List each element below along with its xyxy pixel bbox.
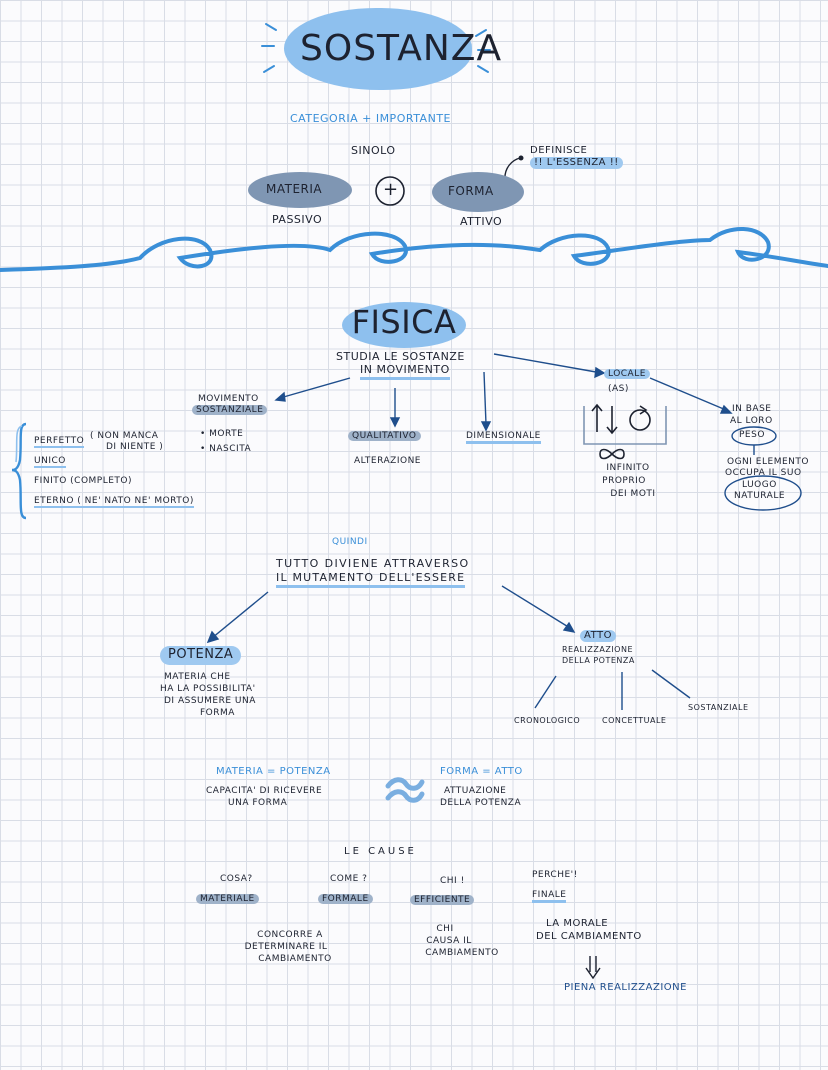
luogo-line-1: LUOGO bbox=[742, 480, 777, 490]
come-label: COME ? bbox=[330, 874, 368, 884]
morte-label: • MORTE bbox=[200, 429, 244, 439]
chi-causa-2: CAUSA IL bbox=[426, 936, 472, 946]
forma-desc-2: DELLA POTENZA bbox=[440, 798, 522, 808]
concorre-1: CONCORRE A bbox=[257, 930, 323, 940]
perfetto-note-2: DI NIENTE ) bbox=[106, 442, 164, 452]
dimensionale-label: DIMENSIONALE bbox=[466, 431, 541, 445]
qualitativo-label: QUALITATIVO bbox=[348, 431, 421, 442]
potenza-desc-1: MATERIA CHE bbox=[164, 672, 231, 682]
divenire-line-2: IL MUTAMENTO DELL'ESSERE bbox=[276, 571, 466, 588]
atto-label: ATTO bbox=[580, 630, 616, 642]
rays-icon bbox=[261, 23, 491, 73]
movimento-label: MOVIMENTO bbox=[198, 394, 259, 404]
cause-title: LE CAUSE bbox=[344, 846, 417, 857]
perfetto-label: PERFETTO bbox=[34, 436, 85, 449]
forma-desc-1: ATTUAZIONE bbox=[444, 786, 507, 796]
wave-divider bbox=[0, 226, 828, 272]
peso-word: PESO bbox=[739, 430, 765, 440]
infinito-1: INFINITO bbox=[606, 463, 650, 473]
cronologico-label: CRONOLOGICO bbox=[514, 716, 581, 725]
chi-causa-1: CHI bbox=[436, 924, 454, 934]
atto-desc-2: DELLA POTENZA bbox=[562, 656, 635, 665]
concorre-2: DETERMINARE IL bbox=[244, 942, 328, 952]
cosa-label: COSA? bbox=[220, 874, 253, 884]
concorre-3: CAMBIAMENTO bbox=[258, 954, 332, 964]
arrows-divenire bbox=[206, 585, 691, 710]
peso-line-2: AL LORO bbox=[730, 416, 773, 426]
forma-label: FORMA bbox=[448, 184, 494, 198]
efficiente-label: EFFICIENTE bbox=[410, 895, 475, 906]
eterno-label: ETERNO ( NE' NATO NE' MORTO) bbox=[34, 496, 194, 509]
chi-causa-3: CAMBIAMENTO bbox=[425, 948, 499, 958]
perfetto-note-1: ( NON MANCA bbox=[90, 431, 159, 441]
infinito-3: DEI MOTI bbox=[610, 489, 656, 499]
as-label: (AS) bbox=[608, 384, 629, 394]
fisica-blob bbox=[342, 302, 466, 348]
bracket-icon bbox=[11, 422, 27, 520]
fisica-title: FISICA bbox=[351, 303, 457, 341]
forma-atto-label: FORMA = ATTO bbox=[440, 766, 523, 777]
sostanza-title: SOSTANZA bbox=[300, 28, 503, 69]
concettuale-label: CONCETTUALE bbox=[602, 716, 667, 725]
sinolo-label: SINOLO bbox=[351, 144, 396, 157]
formale-label: FORMALE bbox=[318, 894, 373, 905]
forma-blob bbox=[432, 172, 524, 212]
atto-desc-1: REALIZZAZIONE bbox=[562, 645, 634, 654]
potenza-label: POTENZA bbox=[160, 646, 242, 665]
alterazione-label: ALTERAZIONE bbox=[354, 456, 421, 466]
locale-label: LOCALE bbox=[604, 369, 650, 380]
chi-label: CHI ! bbox=[440, 876, 465, 886]
approx-icon bbox=[385, 777, 425, 803]
morale-2: DEL CAMBIAMENTO bbox=[536, 931, 642, 942]
materiale-label: MATERIALE bbox=[196, 894, 259, 905]
passivo-label: PASSIVO bbox=[272, 213, 323, 226]
plus-symbol: + bbox=[383, 179, 399, 200]
nascita-label: • NASCITA bbox=[200, 444, 252, 454]
studia-line-2: IN MOVIMENTO bbox=[360, 363, 450, 380]
peso-line-1: IN BASE bbox=[732, 404, 772, 414]
attivo-label: ATTIVO bbox=[460, 215, 503, 228]
piena-realizzazione: PIENA REALIZZAZIONE bbox=[564, 982, 687, 993]
sostanza-subtitle: CATEGORIA + IMPORTANTE bbox=[290, 112, 451, 125]
potenza-desc-4: FORMA bbox=[200, 708, 235, 718]
sostanziale-atto-label: SOSTANZIALE bbox=[688, 703, 749, 712]
definisce-label: DEFINISCE bbox=[530, 145, 588, 156]
quindi-label: QUINDI bbox=[332, 537, 368, 547]
materia-label: MATERIA bbox=[266, 182, 323, 196]
luogo-line-2: NATURALE bbox=[734, 491, 786, 501]
materia-desc-2: UNA FORMA bbox=[228, 798, 288, 808]
perche-label: PERCHE'! bbox=[532, 870, 578, 880]
sostanziale-label: SOSTANZIALE bbox=[192, 405, 268, 416]
materia-potenza-label: MATERIA = POTENZA bbox=[216, 766, 331, 777]
unico-label: UNICO bbox=[34, 456, 66, 469]
ogni-line-2: OCCUPA IL SUO bbox=[725, 468, 802, 478]
ogni-line-1: OGNI ELEMENTO bbox=[727, 457, 809, 467]
arrows-fisica bbox=[274, 353, 755, 455]
materia-blob bbox=[248, 172, 352, 208]
movement-symbols-icon bbox=[583, 403, 667, 460]
materia-desc-1: CAPACITA' DI RICEVERE bbox=[206, 786, 323, 796]
divenire-line-1: TUTTO DIVIENE ATTRAVERSO bbox=[276, 557, 470, 570]
potenza-desc-2: HA LA POSSIBILITA' bbox=[160, 684, 256, 694]
studia-line-1: STUDIA LE SOSTANZE bbox=[336, 350, 465, 363]
morale-1: LA MORALE bbox=[546, 918, 609, 929]
potenza-desc-3: DI ASSUMERE UNA bbox=[164, 696, 256, 706]
finale-label: FINALE bbox=[532, 890, 567, 904]
sostanza-blob bbox=[284, 8, 472, 90]
infinito-2: PROPRIO bbox=[602, 476, 646, 486]
finito-label: FINITO (COMPLETO) bbox=[34, 476, 133, 486]
essenza-label: !! L'ESSENZA !! bbox=[530, 157, 623, 169]
double-arrow-icon bbox=[585, 956, 601, 980]
plus-circle-icon bbox=[375, 176, 405, 206]
